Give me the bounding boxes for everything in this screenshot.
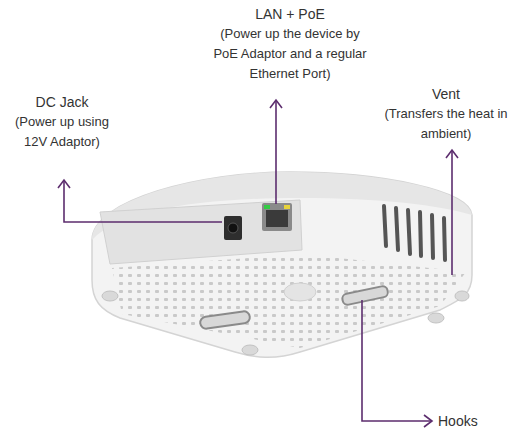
led-green [264,205,270,209]
part-name: Vent [376,84,516,104]
housing [92,172,472,357]
underside-holes [112,254,466,348]
part-name: Hooks [438,411,518,431]
part-note: (Power up using 12V Adaptor) [6,112,118,152]
part-note: (Transfers the heat in ambient) [376,104,516,144]
leader-lines [58,100,458,427]
hooks [199,285,388,329]
connector-panel [100,200,302,264]
part-note: (Power up the device by PoE Adaptor and … [210,24,370,84]
lan-port [262,203,292,231]
lan-port-socket [266,210,288,227]
led-yellow [284,205,290,209]
part-name: DC Jack [6,92,118,112]
dc-jack-hole [228,223,238,233]
part-name: LAN + PoE [190,4,390,24]
dc-jack [224,216,242,240]
feet [102,291,469,355]
center-mark [284,283,316,301]
vent-slots [384,206,445,260]
